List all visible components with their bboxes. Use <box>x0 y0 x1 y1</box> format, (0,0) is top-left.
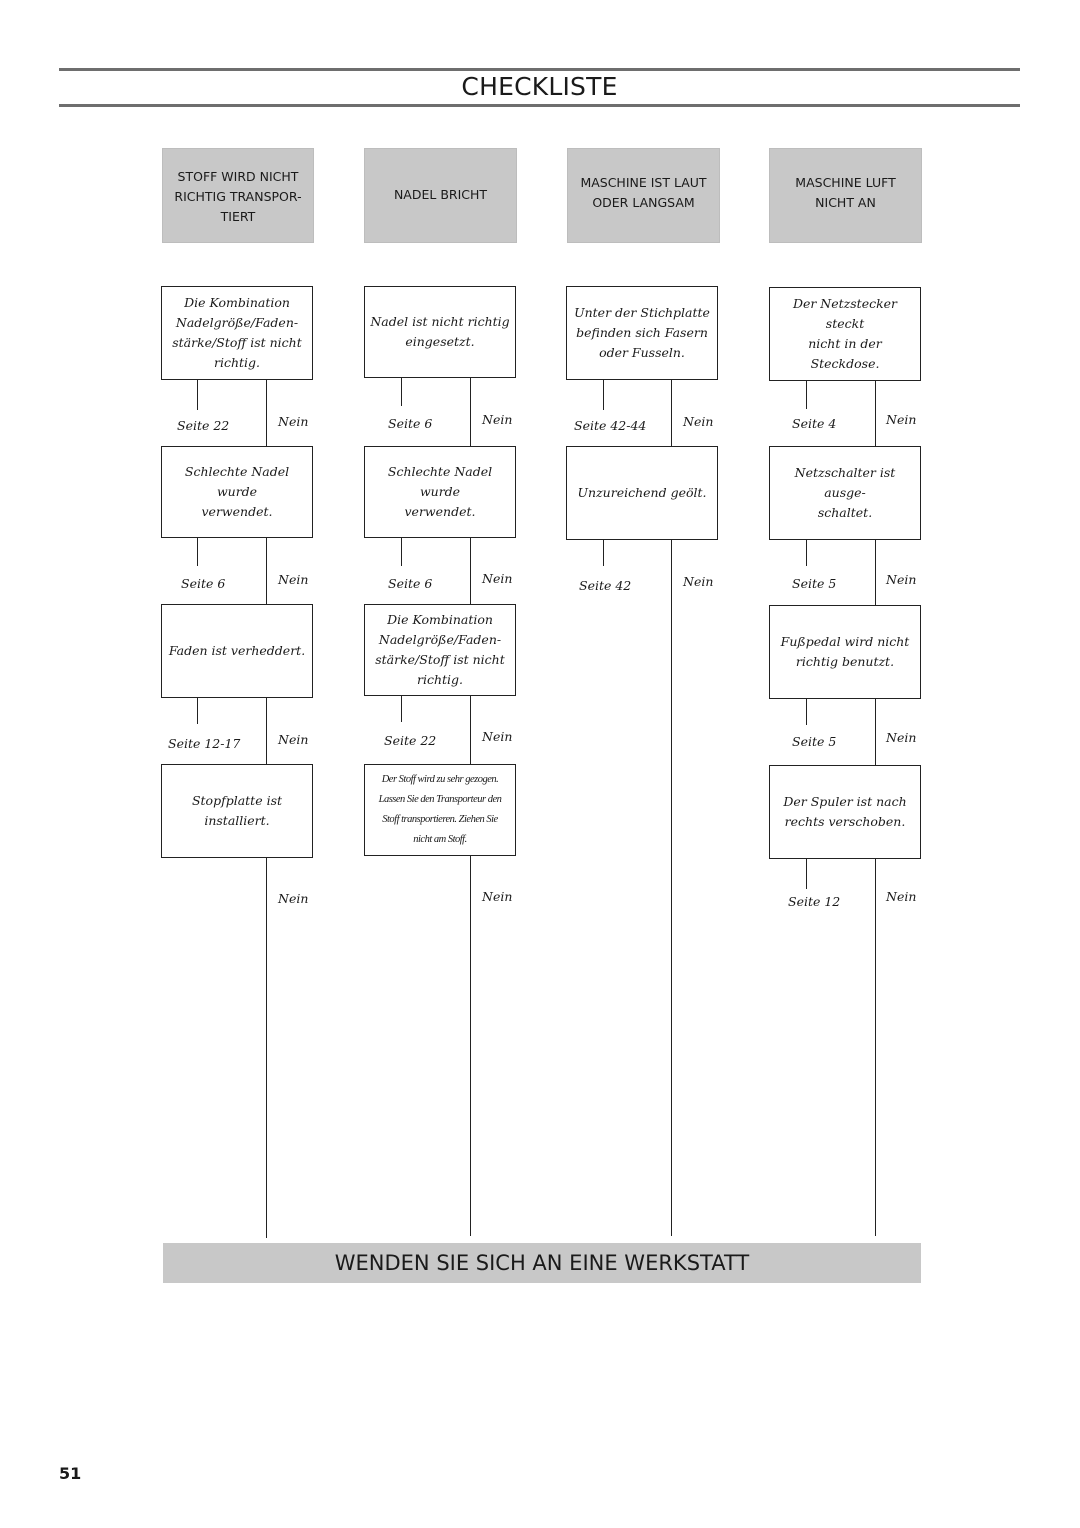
connector-line <box>806 381 808 409</box>
no-label: Nein <box>278 572 309 587</box>
connector-line <box>875 540 877 605</box>
connector-line <box>875 381 877 446</box>
connector-line <box>197 380 199 410</box>
check-box: Netzschalter ist ausge- schaltet. <box>769 446 921 540</box>
page-reference: Seite 5 <box>792 734 837 749</box>
no-label: Nein <box>278 891 309 906</box>
connector-line <box>470 378 472 446</box>
connector-line <box>806 859 808 889</box>
connector-line <box>401 538 403 566</box>
check-box: Die Kombination Nadelgröße/Faden- stärke… <box>161 286 313 380</box>
check-box: Schlechte Nadel wurde verwendet. <box>161 446 313 538</box>
page-number: 51 <box>59 1464 82 1483</box>
check-box: Fußpedal wird nicht richtig benutzt. <box>769 605 921 699</box>
page-title: CHECKLISTE <box>461 72 618 101</box>
connector-line <box>470 538 472 604</box>
column-header-needle: NADEL BRICHT <box>364 148 517 243</box>
check-box: Faden ist verheddert. <box>161 604 313 698</box>
no-label: Nein <box>482 571 513 586</box>
connector-line <box>401 378 403 406</box>
page-reference: Seite 22 <box>384 733 437 748</box>
page-reference: Seite 22 <box>177 418 230 433</box>
check-box: Der Netzstecker steckt nicht in der Stec… <box>769 287 921 381</box>
column-header-power: MASCHINE LUFT NICHT AN <box>769 148 922 243</box>
column-header-fabric: STOFF WIRD NICHT RICHTIG TRANSPOR- TIERT <box>162 148 314 243</box>
page-reference: Seite 42 <box>579 578 632 593</box>
page-reference: Seite 6 <box>181 576 226 591</box>
connector-line <box>671 540 673 1236</box>
no-label: Nein <box>482 412 513 427</box>
connector-line <box>266 858 268 1238</box>
no-label: Nein <box>886 730 917 745</box>
check-box: Der Stoff wird zu sehr gezogen. Lassen S… <box>364 764 516 856</box>
check-box: Stopfplatte ist installiert. <box>161 764 313 858</box>
check-box: Schlechte Nadel wurde verwendet. <box>364 446 516 538</box>
no-label: Nein <box>482 729 513 744</box>
connector-line <box>603 540 605 566</box>
no-label: Nein <box>886 889 917 904</box>
no-label: Nein <box>886 572 917 587</box>
page-reference: Seite 6 <box>388 576 433 591</box>
check-box: Der Spuler ist nach rechts verschoben. <box>769 765 921 859</box>
connector-line <box>470 856 472 1236</box>
check-box: Nadel ist nicht richtig eingesetzt. <box>364 286 516 378</box>
page-reference: Seite 12-17 <box>168 736 241 751</box>
no-label: Nein <box>683 574 714 589</box>
connector-line <box>401 696 403 722</box>
no-label: Nein <box>683 414 714 429</box>
no-label: Nein <box>278 414 309 429</box>
check-box: Unzureichend geölt. <box>566 446 718 540</box>
connector-line <box>266 380 268 446</box>
page-reference: Seite 4 <box>792 416 837 431</box>
connector-line <box>470 696 472 764</box>
page-reference: Seite 5 <box>792 576 837 591</box>
connector-line <box>875 859 877 1236</box>
page-reference: Seite 12 <box>788 894 841 909</box>
connector-line <box>603 380 605 410</box>
page-reference: Seite 42-44 <box>574 418 647 433</box>
connector-line <box>875 699 877 765</box>
connector-line <box>671 380 673 446</box>
connector-line <box>806 699 808 725</box>
connector-line <box>266 698 268 764</box>
page-reference: Seite 6 <box>388 416 433 431</box>
check-box: Unter der Stichplatte befinden sich Fase… <box>566 286 718 380</box>
no-label: Nein <box>886 412 917 427</box>
title-rule-top <box>59 68 1020 71</box>
no-label: Nein <box>482 889 513 904</box>
connector-line <box>266 538 268 604</box>
footer-banner: WENDEN SIE SICH AN EINE WERKSTATT <box>163 1243 921 1283</box>
title-rule-bottom <box>59 104 1020 107</box>
footer-text: WENDEN SIE SICH AN EINE WERKSTATT <box>334 1251 750 1275</box>
no-label: Nein <box>278 732 309 747</box>
connector-line <box>806 540 808 566</box>
connector-line <box>197 538 199 566</box>
check-box: Die Kombination Nadelgröße/Faden- stärke… <box>364 604 516 696</box>
connector-line <box>197 698 199 724</box>
column-header-noise: MASCHINE IST LAUT ODER LANGSAM <box>567 148 720 243</box>
